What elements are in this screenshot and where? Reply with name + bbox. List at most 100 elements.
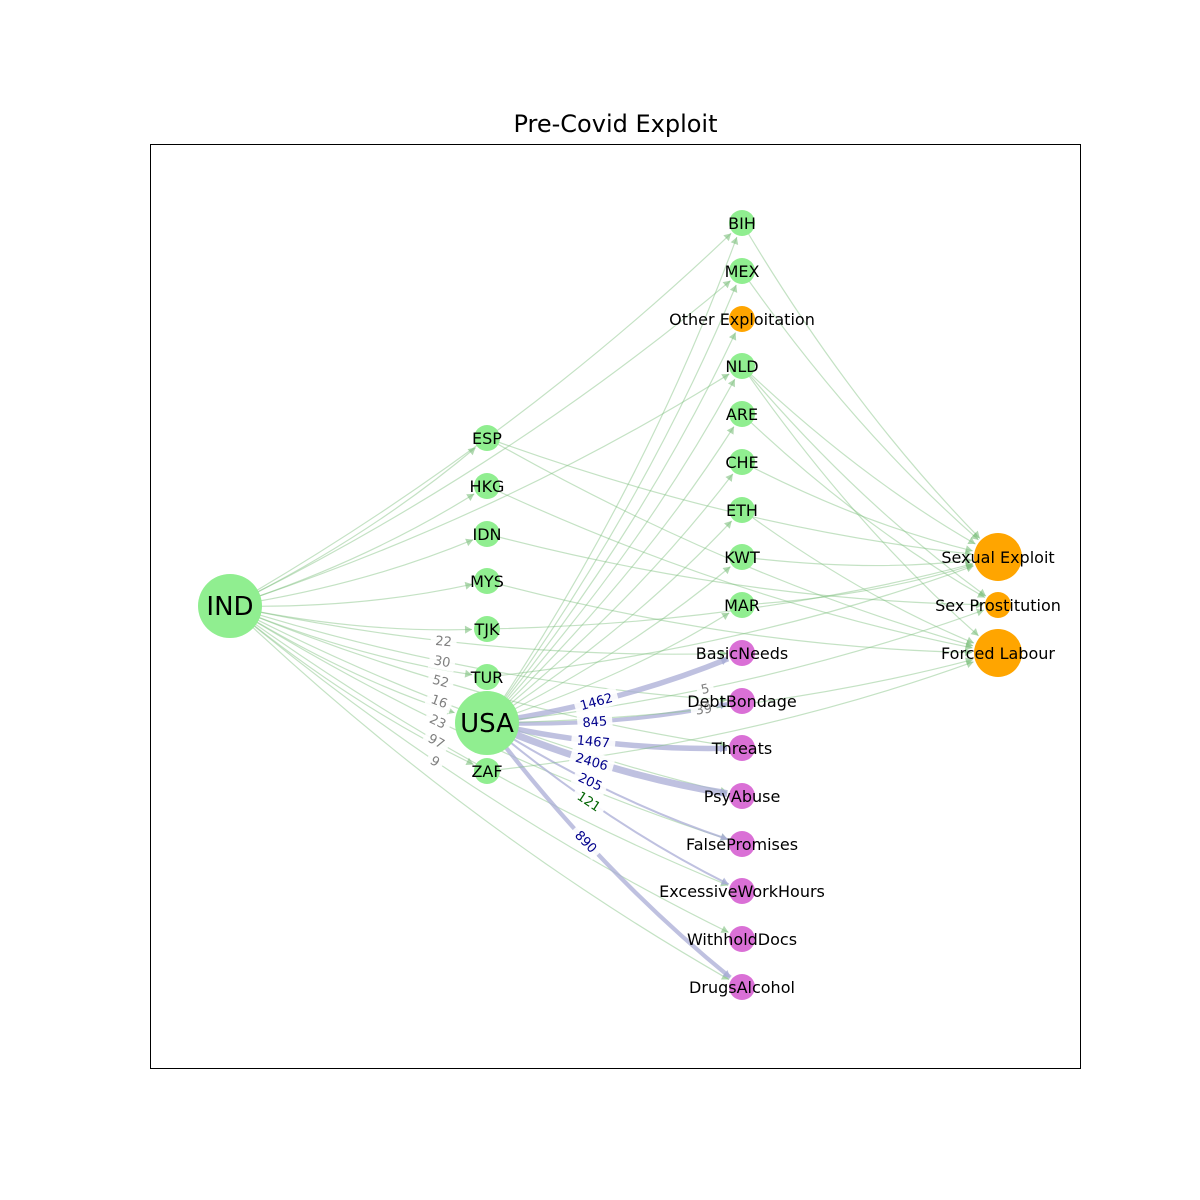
edge-IND-HKG [229, 493, 475, 607]
edge-IND-IDN [229, 539, 474, 607]
node-SexualExploit: Sexual Exploit [941, 533, 1055, 581]
edge-label-text-IND-PsyAbuse: 16 [429, 692, 450, 712]
edge-arrow-USA-Threats [719, 744, 728, 753]
edge-arrow-IND-WithholdDocs [720, 925, 729, 933]
node-label-ESP: ESP [472, 429, 502, 448]
edge-arrow-IND-MYS [464, 581, 473, 590]
node-ESP: ESP [472, 425, 502, 451]
node-label-Threats: Threats [711, 739, 772, 758]
edge-ZAF-ForcedLabour [486, 661, 974, 772]
edge-label-bg-USA-PsyAbuse [568, 746, 616, 776]
edge-IND-ESP [229, 447, 476, 607]
node-BasicNeeds: BasicNeeds [696, 640, 788, 666]
node-circle-SexProstitution [985, 592, 1011, 618]
edge-label-text-USA-DebtBondage: 845 [582, 714, 608, 731]
edge-arrow-USA-BIH [730, 237, 739, 246]
node-CHE: CHE [725, 449, 759, 475]
edge-CHE-SexualExploit [741, 461, 973, 552]
node-label-USA: USA [460, 709, 514, 739]
edge-IND-NLD [229, 373, 730, 607]
edge-label-text-USA-ForcedLabour: 39 [695, 701, 713, 718]
edge-arrow-IND-DebtBondage [719, 695, 728, 704]
node-label-DebtBondage: DebtBondage [687, 692, 796, 711]
node-FalsePromises: FalsePromises [686, 831, 798, 857]
node-circle-DrugsAlcohol [729, 974, 755, 1000]
edge-IND-BasicNeeds [229, 605, 728, 655]
edge-arrow-IND-MEX [722, 280, 731, 289]
edge-label-bg-USA-SexProstitution [694, 677, 716, 700]
edge-arrow-IDN-SexProstitution [975, 600, 984, 609]
edge-BIH-SexualExploit [741, 222, 981, 539]
edge-arrow-USA-NLD [727, 379, 735, 388]
node-label-HKG: HKG [470, 477, 505, 496]
node-circle-PsyAbuse [729, 783, 755, 809]
edge-label-IND-DebtBondage: 30 [427, 649, 457, 673]
node-label-TJK: TJK [474, 620, 500, 639]
edge-arrow-USA-MEX [729, 284, 738, 293]
edge-MAR-SexualExploit [741, 564, 974, 606]
node-TJK: TJK [474, 616, 500, 642]
node-circle-OtherExploitation [729, 306, 755, 332]
node-circle-TJK [474, 616, 500, 642]
node-PsyAbuse: PsyAbuse [704, 783, 781, 809]
edge-label-IND-Threats: 52 [425, 668, 456, 693]
node-USA: USA [455, 691, 519, 755]
node-label-OtherExploitation: Other Exploitation [669, 310, 815, 329]
node-circle-FalsePromises [729, 831, 755, 857]
node-ETH: ETH [726, 497, 758, 523]
edge-IND-WithholdDocs [229, 605, 729, 933]
edge-arrow-USA-PsyAbuse [719, 788, 728, 797]
edge-arrow-KWT-SexualExploit [964, 556, 973, 565]
edge-arrow-MEX-SexualExploit [970, 532, 979, 540]
edge-IND-USA [229, 605, 455, 714]
edge-label-bg-IND-WithholdDocs [423, 748, 448, 774]
edge-label-bg-IND-BasicNeeds [429, 630, 458, 651]
edge-label-text-IND-ExcessiveWorkHours: 97 [425, 731, 447, 752]
edge-arrow-IND-ZAF [465, 757, 474, 766]
node-label-ForcedLabour: Forced Labour [941, 644, 1055, 663]
node-label-BIH: BIH [728, 214, 756, 233]
node-label-KWT: KWT [724, 548, 760, 567]
node-circle-IDN [474, 521, 500, 547]
edge-label-text-IND-BasicNeeds: 22 [435, 634, 453, 650]
node-label-PsyAbuse: PsyAbuse [704, 787, 781, 806]
edge-arrow-NLD-ForcedLabour [970, 628, 979, 636]
edge-USA-MAR [486, 612, 730, 724]
edge-arrow-IND-TUR [464, 669, 473, 678]
node-label-MEX: MEX [725, 262, 760, 281]
edge-IND-MEX [229, 280, 731, 607]
edge-IND-ExcessiveWorkHours [229, 605, 729, 886]
edge-NLD-SexProstitution [741, 365, 987, 597]
edge-USA-CHE [486, 473, 734, 724]
edge-TUR-SexualExploit [486, 565, 974, 678]
node-IDN: IDN [472, 521, 502, 547]
edge-USA-FalsePromises [486, 722, 729, 841]
node-NLD: NLD [725, 353, 759, 379]
edge-arrow-IND-BIH [723, 233, 732, 242]
edge-label-USA-ForcedLabour: 39 [689, 697, 718, 720]
node-circle-ETH [729, 497, 755, 523]
node-label-FalsePromises: FalsePromises [686, 835, 798, 854]
edge-arrow-MAR-SexualExploit [965, 563, 974, 571]
node-label-CHE: CHE [725, 453, 758, 472]
node-ExcessiveWorkHours: ExcessiveWorkHours [659, 878, 825, 904]
node-circle-ARE [729, 401, 755, 427]
node-Threats: Threats [711, 735, 772, 761]
edge-label-text-IND-FalsePromises: 23 [427, 712, 448, 733]
node-label-ExcessiveWorkHours: ExcessiveWorkHours [659, 882, 825, 901]
node-ARE: ARE [726, 401, 758, 427]
node-IND: IND [198, 574, 262, 638]
node-circle-ESP [474, 425, 500, 451]
edge-arrow-NLD-SexualExploit [967, 537, 976, 545]
node-label-SexProstitution: Sex Prostitution [935, 596, 1061, 615]
node-label-IND: IND [206, 592, 253, 622]
edge-label-bg-IND-Threats [425, 668, 456, 693]
edge-label-bg-USA-DrugsAlcohol [567, 822, 606, 861]
node-label-SexualExploit: Sexual Exploit [941, 548, 1054, 567]
node-circle-DebtBondage [729, 688, 755, 714]
edge-label-IND-PsyAbuse: 16 [424, 687, 455, 714]
node-SexProstitution: Sex Prostitution [935, 592, 1061, 618]
edge-arrow-ZAF-ForcedLabour [965, 660, 974, 668]
